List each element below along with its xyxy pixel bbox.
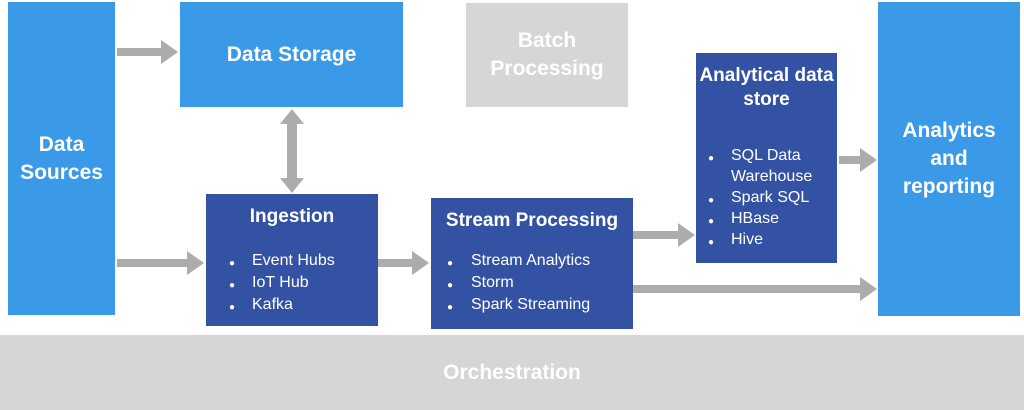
list-item: SQL Data Warehouse xyxy=(696,145,837,187)
arrow-stream-processing-to-analytics-and-reporting xyxy=(633,277,877,301)
data-storage-label: Data Storage xyxy=(226,42,357,66)
list-item: HBase xyxy=(696,208,837,232)
list-item: IoT Hub xyxy=(206,272,378,297)
box-data-storage: Data Storage xyxy=(180,2,403,107)
arrow-shaft xyxy=(839,156,861,164)
batch-processing-label: Batch Processing xyxy=(490,29,604,80)
list-item: Spark SQL xyxy=(696,187,837,211)
box-data-sources: Data Sources xyxy=(8,2,115,315)
box-orchestration: Orchestration xyxy=(0,335,1024,410)
arrow-shaft xyxy=(633,285,861,293)
analytical-data-store-item-list: SQL Data Warehouse Spark SQL HBase Hive xyxy=(696,145,837,253)
box-batch-processing: Batch Processing xyxy=(466,3,628,107)
list-item: Stream Analytics xyxy=(431,250,633,275)
arrow-analytical-data-store-to-analytics-and-reporting xyxy=(839,148,877,172)
list-item: Kafka xyxy=(206,294,378,319)
arrow-head-icon xyxy=(860,148,877,172)
ingestion-title: Ingestion xyxy=(249,206,335,227)
stream-processing-item-list: Stream Analytics Storm Spark Streaming xyxy=(431,250,633,319)
box-stream-processing: Stream Processing Stream Analytics Storm… xyxy=(431,198,633,329)
arrow-shaft xyxy=(117,259,188,267)
arrow-data-sources-to-data-storage xyxy=(117,40,178,64)
arrow-data-storage-ingestion-bidirectional xyxy=(280,109,304,193)
arrow-head-icon xyxy=(187,251,204,275)
ingestion-item-list: Event Hubs IoT Hub Kafka xyxy=(206,250,378,319)
arrow-data-sources-to-ingestion xyxy=(117,251,204,275)
arrow-stream-processing-to-analytical-data-store xyxy=(633,223,695,247)
arrow-shaft xyxy=(287,122,297,180)
list-item: Spark Streaming xyxy=(431,294,633,319)
stream-processing-title: Stream Processing xyxy=(445,210,619,231)
arrow-ingestion-to-stream-processing xyxy=(378,251,429,275)
arrow-head-icon xyxy=(161,40,178,64)
analytics-and-reporting-label: Analytics and reporting xyxy=(902,119,996,198)
list-item: Event Hubs xyxy=(206,250,378,275)
arrow-head-icon xyxy=(412,251,429,275)
box-ingestion: Ingestion Event Hubs IoT Hub Kafka xyxy=(206,194,378,326)
box-analytical-data-store: Analytical data store SQL Data Warehouse… xyxy=(696,53,837,263)
list-item: Hive xyxy=(696,229,837,253)
arrow-shaft xyxy=(378,259,413,267)
box-analytics-and-reporting: Analytics and reporting xyxy=(878,2,1020,316)
arrow-head-icon xyxy=(678,223,695,247)
arrow-head-down-icon xyxy=(280,178,304,193)
data-sources-label: Data Sources xyxy=(20,132,103,184)
arrow-shaft xyxy=(633,231,679,239)
arrow-head-up-icon xyxy=(280,109,304,124)
list-item: Storm xyxy=(431,272,633,297)
orchestration-label: Orchestration xyxy=(443,360,581,384)
arrow-shaft xyxy=(117,48,162,56)
arrow-head-icon xyxy=(860,277,877,301)
analytical-data-store-title: Analytical data store xyxy=(699,65,834,110)
